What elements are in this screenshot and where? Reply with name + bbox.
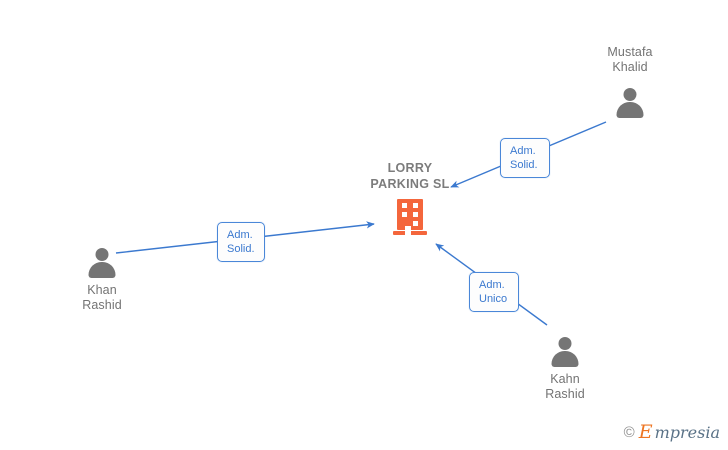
edge-label-adm-solid-mustafa[interactable]: Adm. Solid.	[500, 138, 550, 178]
person-label-khan-rashid: Khan Rashid	[82, 283, 122, 312]
edge-label-adm-solid-khan[interactable]: Adm. Solid.	[217, 222, 265, 262]
watermark-brand-name: mpresia	[654, 422, 720, 442]
copyright-icon: ©	[623, 424, 635, 441]
edge-label-adm-unico-kahn[interactable]: Adm. Unico	[469, 272, 519, 312]
person-icon	[85, 248, 119, 278]
company-node[interactable]: LORRY PARKING SL	[330, 160, 490, 235]
person-icon	[548, 337, 582, 367]
company-name: LORRY PARKING SL	[370, 161, 450, 191]
person-node-khan-rashid[interactable]: Khan Rashid	[42, 248, 162, 313]
person-label-mustafa-khalid: Mustafa Khalid	[607, 45, 653, 74]
person-node-mustafa-khalid[interactable]: Mustafa Khalid	[570, 45, 690, 118]
watermark-empresia: © E mpresia	[624, 423, 720, 442]
person-icon	[613, 88, 647, 118]
person-label-kahn-rashid: Kahn Rashid	[545, 372, 585, 401]
building-icon	[393, 199, 427, 235]
person-node-kahn-rashid[interactable]: Kahn Rashid	[505, 337, 625, 402]
watermark-brand-initial: E	[638, 421, 653, 443]
